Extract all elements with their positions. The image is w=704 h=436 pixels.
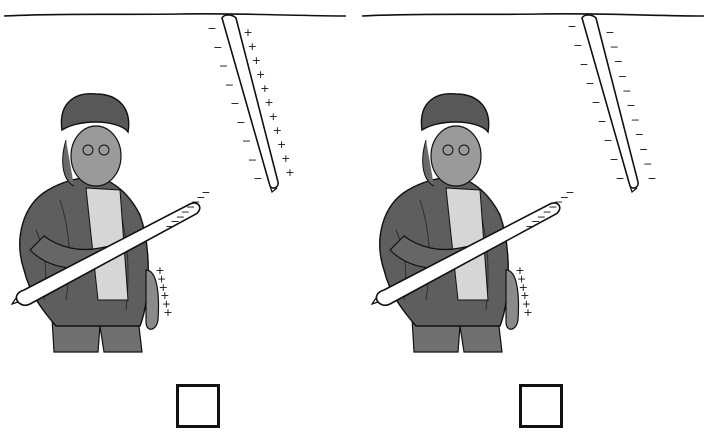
- charge-sign: +: [260, 82, 269, 95]
- charge-sign: +: [277, 138, 286, 151]
- charge-sign: −: [639, 143, 648, 156]
- charge-sign: +: [256, 68, 265, 81]
- charge-sign: +: [264, 96, 273, 109]
- charge-sign: −: [610, 41, 619, 54]
- panel-right: −−−−−−−−− −−−−−−−−−−− −−−−−−−− ++++++: [362, 14, 704, 352]
- face: [71, 126, 121, 186]
- charge-sign: −: [615, 172, 624, 185]
- charge-sign: −: [643, 157, 652, 170]
- charge-sign: +: [163, 306, 172, 319]
- held-rod-signs: −−−−−−−−: [525, 186, 574, 233]
- ceiling-line: [4, 14, 346, 16]
- charge-sign: −: [207, 22, 216, 35]
- charge-sign: −: [565, 186, 574, 199]
- charge-sign: −: [213, 41, 222, 54]
- ceiling-line: [362, 14, 704, 16]
- charge-sign: −: [622, 84, 631, 97]
- answer-checkbox-left[interactable]: [176, 384, 220, 428]
- charge-sign: −: [253, 172, 262, 185]
- face: [431, 126, 481, 186]
- charge-sign: −: [236, 116, 245, 129]
- charge-sign: +: [269, 110, 278, 123]
- charge-sign: −: [603, 134, 612, 147]
- charge-sign: +: [523, 306, 532, 319]
- charge-sign: +: [243, 26, 252, 39]
- scientist-figure: [20, 94, 159, 352]
- panel-left: −−−−−−−−− +++++++++++: [4, 14, 346, 352]
- charge-sign: −: [635, 128, 644, 141]
- charge-sign: −: [225, 78, 234, 91]
- charge-sign: −: [230, 97, 239, 110]
- charge-sign: −: [609, 153, 618, 166]
- charge-sign: −: [573, 39, 582, 52]
- charge-sign: −: [242, 135, 251, 148]
- charge-sign: −: [579, 58, 588, 71]
- charge-sign: −: [618, 70, 627, 83]
- charge-sign: +: [273, 124, 282, 137]
- charge-sign: −: [614, 55, 623, 68]
- charge-sign: −: [201, 186, 210, 199]
- charge-sign: −: [248, 153, 257, 166]
- charge-sign: −: [605, 26, 614, 39]
- charge-sign: +: [252, 54, 261, 67]
- charge-sign: −: [626, 99, 635, 112]
- charge-sign: −: [219, 60, 228, 73]
- charge-sign: +: [281, 152, 290, 165]
- scientist-figure: [380, 94, 519, 352]
- charge-sign: +: [248, 40, 257, 53]
- charge-sign: −: [647, 172, 656, 185]
- charge-sign: −: [597, 115, 606, 128]
- charge-sign: −: [591, 96, 600, 109]
- held-rod-signs: −−−−−−−−: [165, 186, 210, 233]
- charge-sign: −: [585, 77, 594, 90]
- charge-sign: −: [631, 114, 640, 127]
- charge-sign: +: [285, 166, 294, 179]
- answer-checkbox-right[interactable]: [519, 384, 563, 428]
- charge-sign: −: [567, 20, 576, 33]
